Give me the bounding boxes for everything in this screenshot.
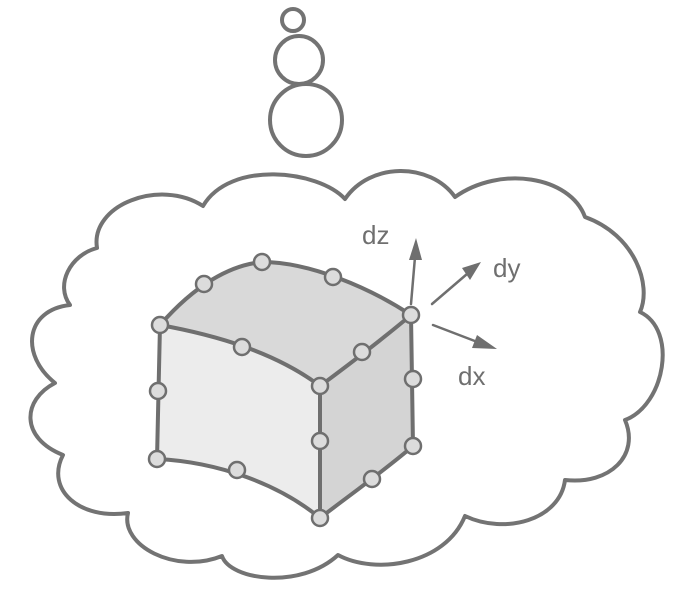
cube-node [352,342,372,362]
thought-trail-small-circle [280,7,306,33]
axis-dz-arrowhead [409,238,422,260]
cube-node [147,449,167,469]
cube-node [403,436,423,456]
axis-dy-label: dy [493,253,520,283]
cube-node [403,369,423,389]
cube-node [194,274,214,294]
cube-node [252,252,272,272]
axis-dx-label: dx [458,361,485,391]
cube-node [148,381,168,401]
cube-top-face [160,262,411,386]
axis-dx: dx [431,323,497,391]
cube-side-face [320,315,413,518]
cube-node [150,315,170,335]
cube-node [232,337,252,357]
cube-node [362,469,382,489]
axis-dy-line [430,272,469,306]
cube-node [310,508,330,528]
cube-front-face [157,325,320,518]
cube-node [323,267,343,287]
cube-nodes [147,252,423,528]
cube-node [401,305,421,325]
axis-dy: dy [430,253,520,306]
cube-node [310,376,330,396]
axis-dz-line [409,255,417,306]
thought-trail-large-circle [268,82,344,158]
axis-dz: dz [362,220,422,306]
thought-trail-medium-circle [273,34,325,86]
cube-node [227,460,247,480]
axis-dz-label: dz [362,220,389,250]
cube-node [310,431,330,451]
axis-dy-arrowhead [462,262,481,280]
axis-dx-line [431,323,482,345]
axis-dx-arrowhead [472,335,497,349]
